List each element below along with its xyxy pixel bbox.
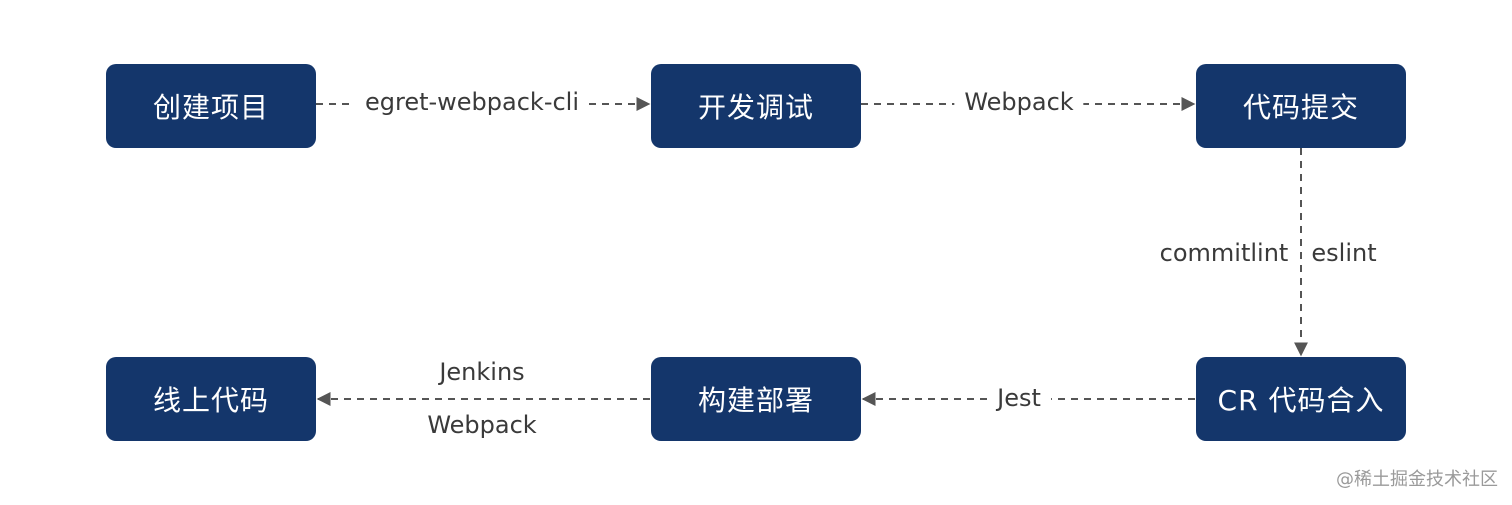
node-online-code: 线上代码 [106,357,316,441]
node-build-deploy-label: 构建部署 [697,384,814,417]
edge-label-eslint: eslint [1311,239,1377,267]
node-code-commit: 代码提交 [1196,64,1406,148]
edge-label-commitlint: commitlint [1159,239,1289,267]
edge-label-webpack-bottom: Webpack [427,411,537,439]
edge-label-jenkins: Jenkins [439,358,525,386]
node-online-code-label: 线上代码 [152,384,269,417]
watermark-text: @稀土掘金技术社区 [1336,469,1498,490]
node-create-project-label: 创建项目 [152,91,269,124]
node-dev-debug-label: 开发调试 [697,91,814,124]
node-cr-merge: CR 代码合入 [1196,357,1406,441]
node-create-project: 创建项目 [106,64,316,148]
node-code-commit-label: 代码提交 [1242,91,1359,124]
edge-label-webpack-top: Webpack [954,87,1084,117]
node-dev-debug: 开发调试 [651,64,861,148]
node-build-deploy: 构建部署 [651,357,861,441]
edge-label-jest: Jest [987,383,1051,413]
edge-label-egret-webpack-cli: egret-webpack-cli [354,87,590,117]
node-cr-merge-label: CR 代码合入 [1217,384,1385,417]
